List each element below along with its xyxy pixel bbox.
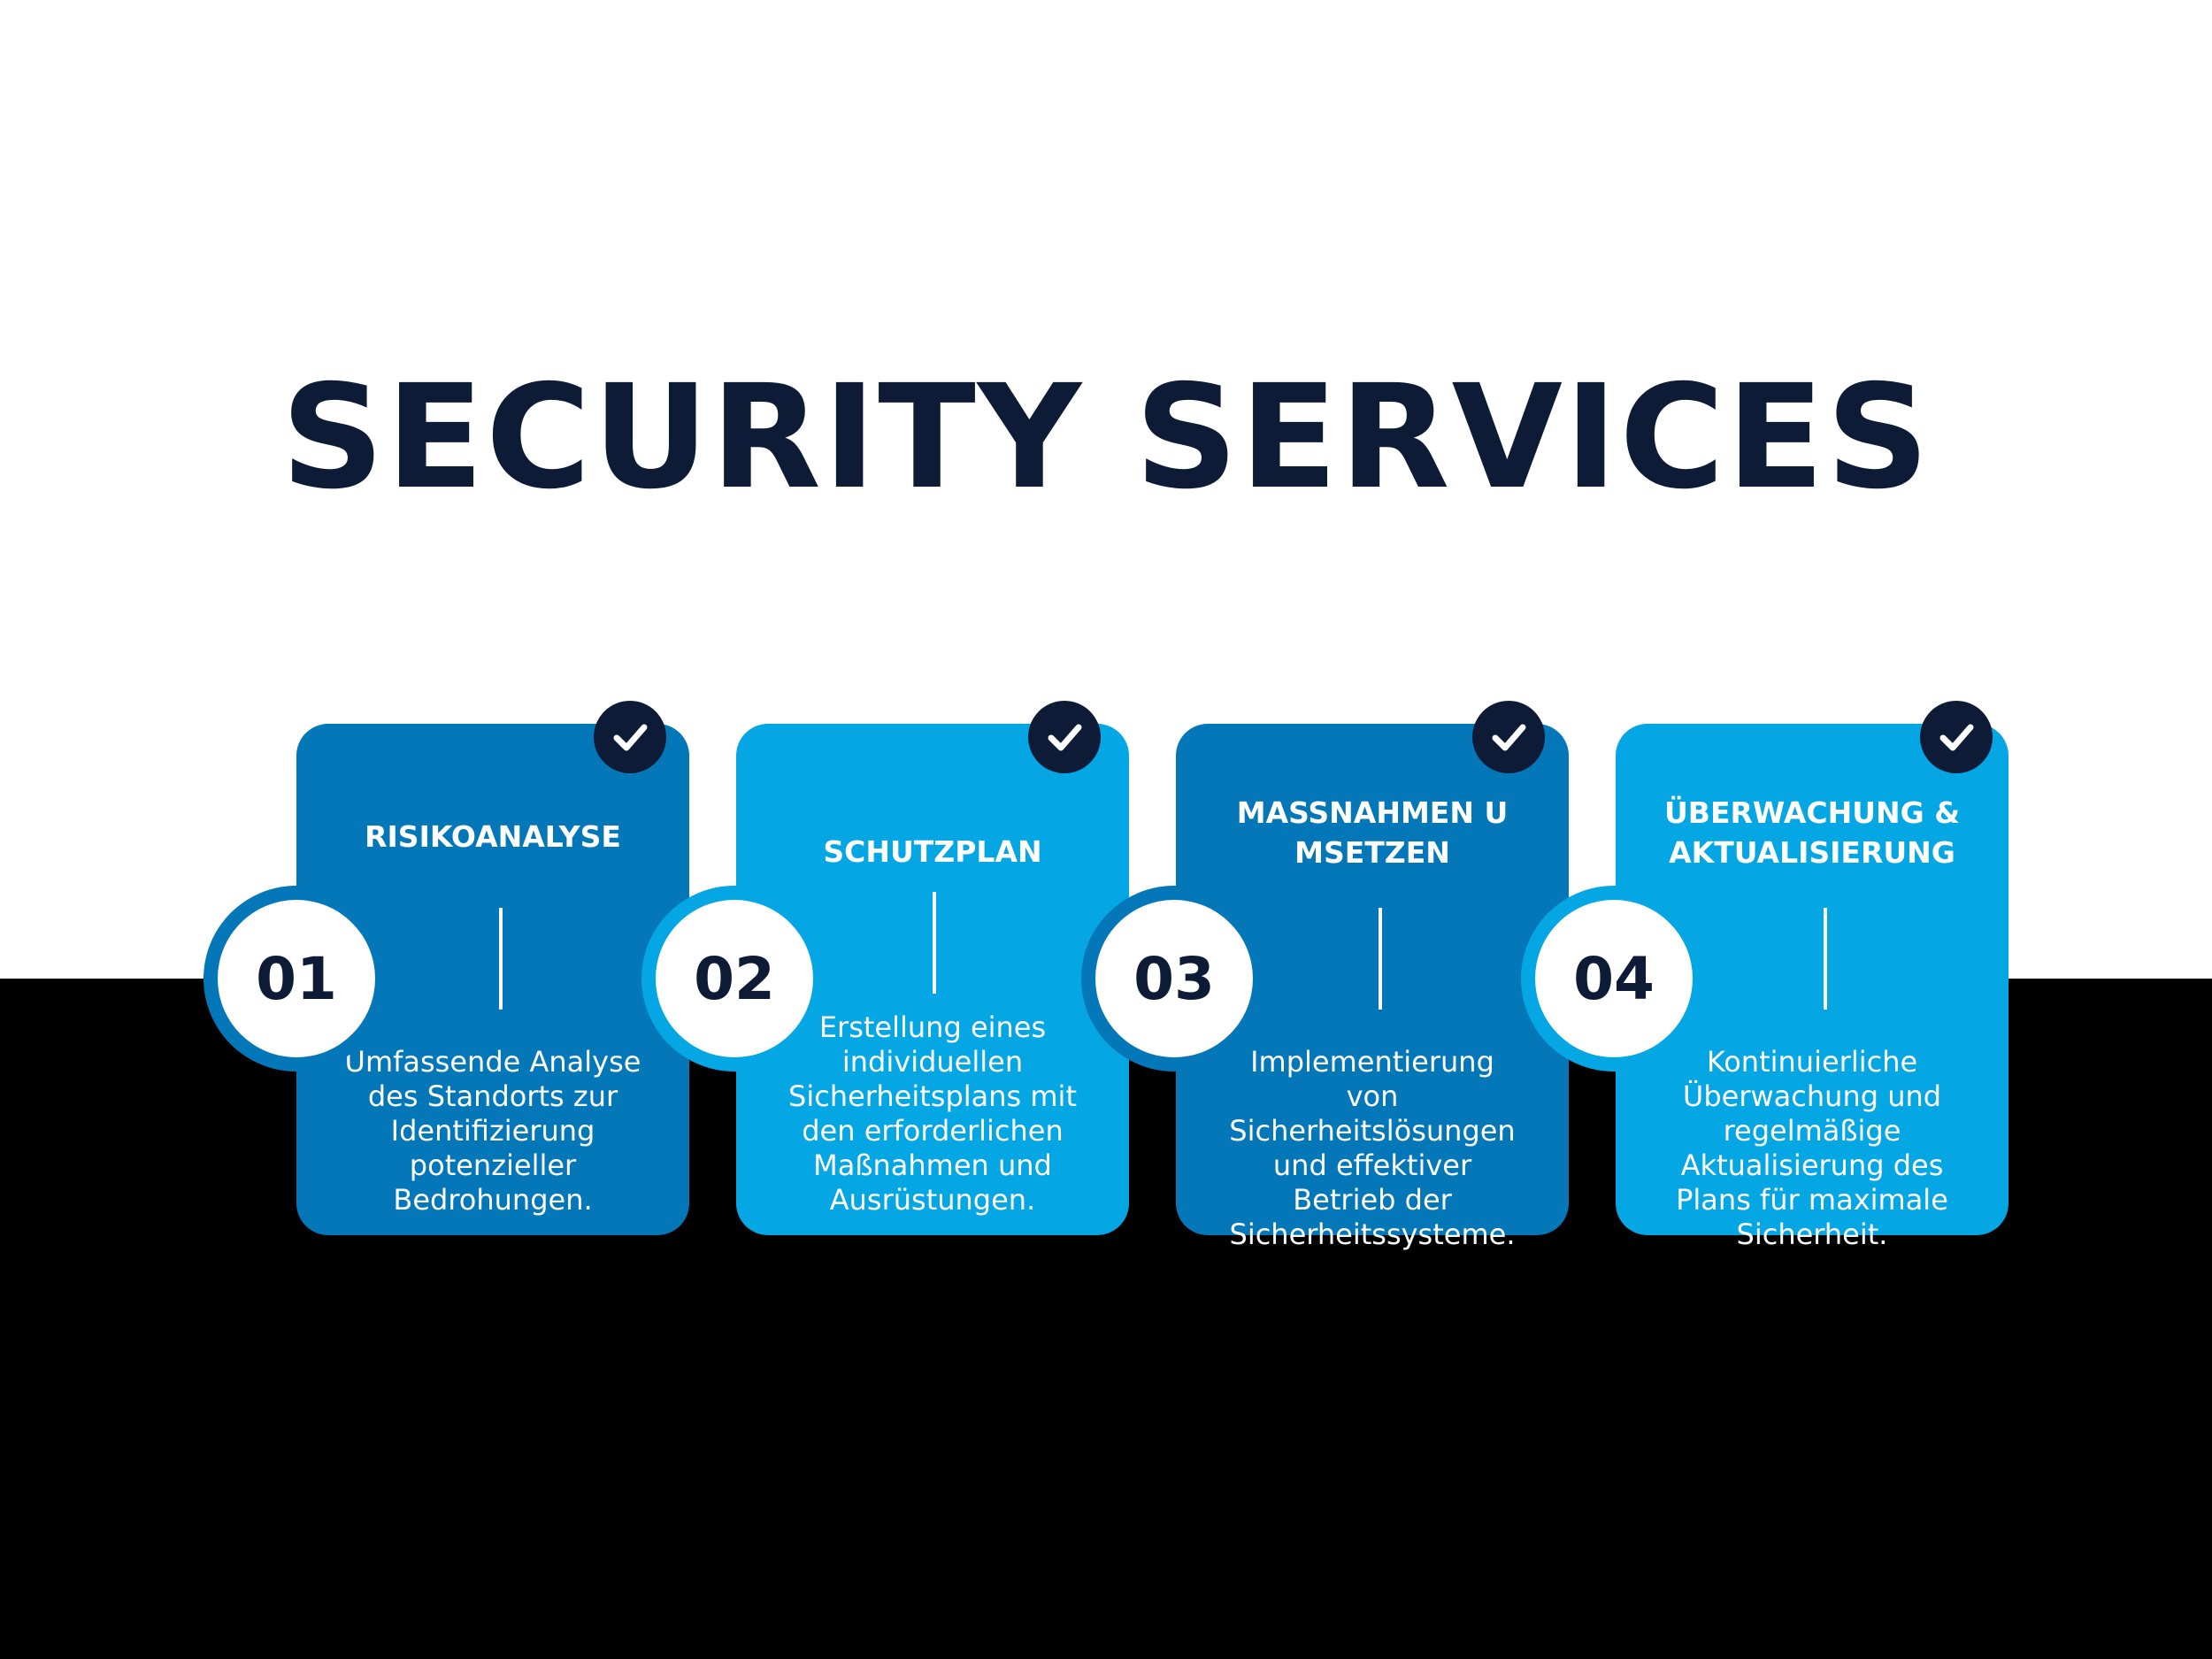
check-badge-1 [594,701,666,773]
step-card-1: RISIKOANALYSE Umfassende Analyse des Sta… [296,724,689,1235]
check-badge-3 [1472,701,1545,773]
page-title: SECURITY SERVICES [280,355,1932,521]
step-number-1: 01 [218,900,375,1057]
step-description: Kontinuierliche Überwachung und regelmäß… [1676,1045,1948,1251]
step-card-4: ÜBERWACHUNG & AKTUALISIERUNG Kontinuierl… [1616,724,2008,1251]
step-divider [1379,908,1382,1010]
check-badge-2 [1028,701,1101,773]
step-title: ÜBERWACHUNG & AKTUALISIERUNG [1664,795,1960,870]
step-title: MASSNAHMEN U MSETZEN [1236,795,1509,870]
step-divider [1824,908,1827,1010]
step-divider [933,892,936,994]
check-icon [1939,724,1974,751]
check-icon [1048,724,1082,751]
check-badge-4 [1920,701,1993,773]
step-number-2: 02 [656,900,813,1057]
step-description: Implementierung von Sicherheitslösungen … [1229,1045,1516,1251]
check-icon [613,724,648,751]
step-description: Umfassende Analyse des Standorts zur Ide… [344,1045,641,1217]
step-divider [499,908,503,1010]
step-card-2: SCHUTZPLAN Erstellung eines individuelle… [736,724,1129,1235]
step-description: Erstellung eines individuellen Sicherhei… [788,1010,1077,1217]
check-icon [1492,724,1526,751]
step-number-4: 04 [1535,900,1693,1057]
step-card-3: MASSNAHMEN U MSETZEN Implementierung von… [1176,724,1569,1251]
step-title: SCHUTZPLAN [823,834,1042,869]
step-number-3: 03 [1095,900,1253,1057]
step-title: RISIKOANALYSE [365,819,621,854]
